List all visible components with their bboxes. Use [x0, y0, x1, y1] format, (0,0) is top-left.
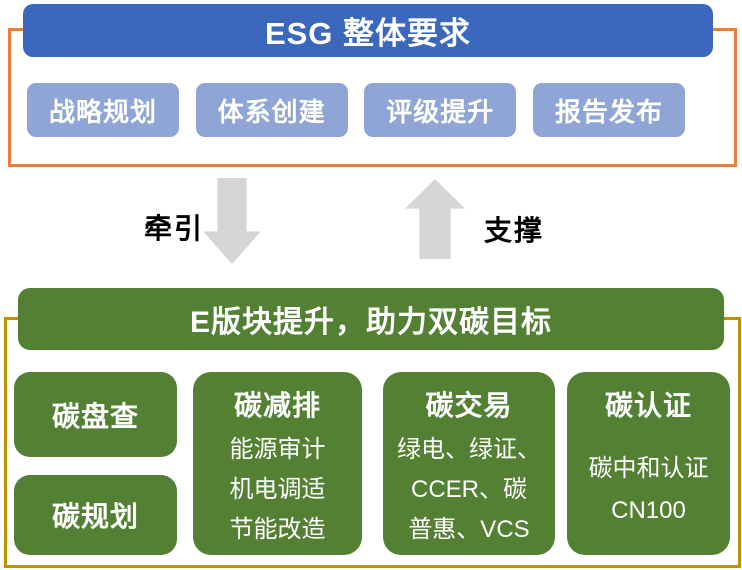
arrow-down-icon: [203, 178, 261, 264]
card-line: 普惠、VCS: [408, 516, 530, 543]
card-carbon-trading: 碳交易 绿电、绿证、 CCER、碳 普惠、VCS: [383, 372, 555, 555]
esg-header: ESG 整体要求: [23, 4, 713, 57]
arrow-up-icon: [405, 179, 465, 259]
pull-label: 牵引: [144, 213, 205, 244]
card-lines: 能源审计 机电调适 节能改造: [193, 424, 362, 555]
pillar-system-creation: 体系创建: [195, 83, 348, 137]
card-lines: 绿电、绿证、 CCER、碳 普惠、VCS: [383, 424, 555, 555]
card-title: 碳交易: [425, 390, 513, 421]
card-lines: 碳中和认证 CN100: [567, 424, 730, 555]
e-section-header: E版块提升，助力双碳目标: [18, 288, 724, 350]
card-line: CN100: [611, 497, 686, 524]
card-carbon-reduction: 碳减排 能源审计 机电调适 节能改造: [193, 372, 362, 555]
box-carbon-inventory: 碳盘查: [14, 372, 177, 457]
card-line: 绿电、绿证、: [397, 436, 541, 463]
card-line: 能源审计: [229, 436, 326, 463]
support-label: 支撑: [484, 215, 545, 246]
card-title: 碳认证: [604, 390, 692, 421]
box-carbon-planning: 碳规划: [14, 475, 177, 555]
card-line: 节能改造: [229, 516, 326, 543]
card-line: 碳中和认证: [588, 455, 709, 482]
card-title: 碳减排: [233, 390, 321, 421]
pillar-strategic-planning: 战略规划: [27, 83, 179, 137]
pillar-rating-improvement: 评级提升: [364, 83, 517, 137]
pillar-report-release: 报告发布: [532, 83, 685, 137]
card-carbon-certification: 碳认证 碳中和认证 CN100: [567, 372, 730, 555]
esg-pillar-row: 战略规划 体系创建 评级提升 报告发布: [27, 83, 685, 137]
card-line: 机电调适: [229, 476, 326, 503]
card-line: CCER、碳: [410, 476, 527, 503]
